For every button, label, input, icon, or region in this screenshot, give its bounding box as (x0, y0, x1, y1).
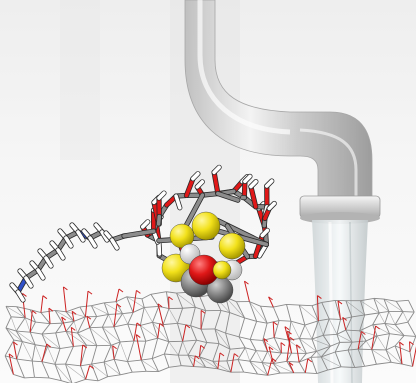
molecule-icon (9, 164, 277, 304)
graphene-mesh-icon (4, 271, 416, 383)
faucet-icon (60, 0, 381, 383)
water-stream-icon (312, 220, 368, 383)
